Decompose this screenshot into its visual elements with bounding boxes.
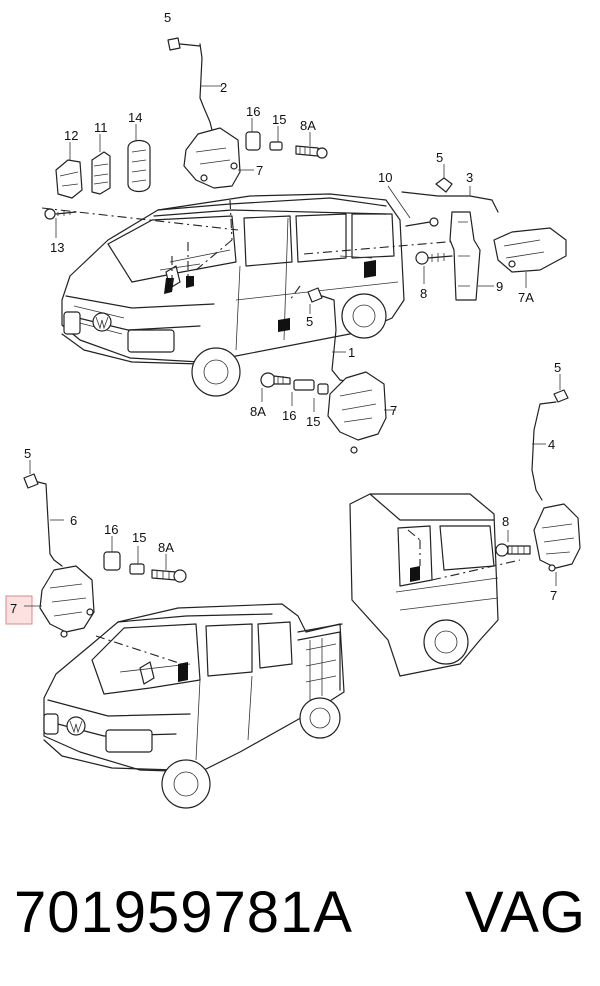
callout-top-8A: 8A — [300, 118, 316, 133]
callout-mid-16: 16 — [282, 408, 296, 423]
callout-mid-15: 15 — [306, 414, 320, 429]
callout-right-5: 5 — [436, 150, 443, 165]
callout-top-14: 14 — [128, 110, 142, 125]
callout-top-11: 11 — [94, 120, 108, 135]
van-drawing — [61, 193, 405, 397]
callout-top-15: 15 — [272, 112, 286, 127]
callout-right-9: 9 — [496, 279, 503, 294]
parts-diagram: 5 2 7 16 15 8A 12 11 14 13 5 3 10 9 8 — [5, 10, 581, 809]
callout-mid-8A: 8A — [250, 404, 266, 419]
footer: 701959781A VAG — [0, 868, 600, 958]
callout-right-10: 10 — [378, 170, 392, 185]
callout-rear-4: 4 — [548, 437, 555, 452]
brand: VAG — [464, 880, 586, 945]
callout-rear-8: 8 — [502, 514, 509, 529]
pickup-drawing — [43, 603, 345, 809]
callout-cab-6: 6 — [70, 513, 77, 528]
callout-cab-16: 16 — [104, 522, 118, 537]
callout-top-12: 12 — [64, 128, 78, 143]
callout-top-5: 5 — [164, 10, 171, 25]
callout-rear-7: 7 — [550, 588, 557, 603]
callout-top-2: 2 — [220, 80, 227, 95]
part-number: 701959781A — [14, 880, 353, 945]
callout-right-3: 3 — [466, 170, 473, 185]
rear-van-drawing — [349, 493, 521, 677]
highlighted-callout-box — [5, 595, 33, 625]
callout-rear-5: 5 — [554, 360, 561, 375]
callout-top-13: 13 — [50, 240, 64, 255]
callout-right-8: 8 — [420, 286, 427, 301]
callout-top-7: 7 — [256, 163, 263, 178]
callout-cab-8A: 8A — [158, 540, 174, 555]
callout-mid-5: 5 — [306, 314, 313, 329]
callout-mid-7: 7 — [390, 403, 397, 418]
callout-cab-7-highlighted: 7 — [10, 601, 17, 616]
callout-cab-5: 5 — [24, 446, 31, 461]
callout-mid-1: 1 — [348, 345, 355, 360]
callout-right-7A: 7A — [518, 290, 534, 305]
callout-top-16: 16 — [246, 104, 260, 119]
callout-cab-15: 15 — [132, 530, 146, 545]
